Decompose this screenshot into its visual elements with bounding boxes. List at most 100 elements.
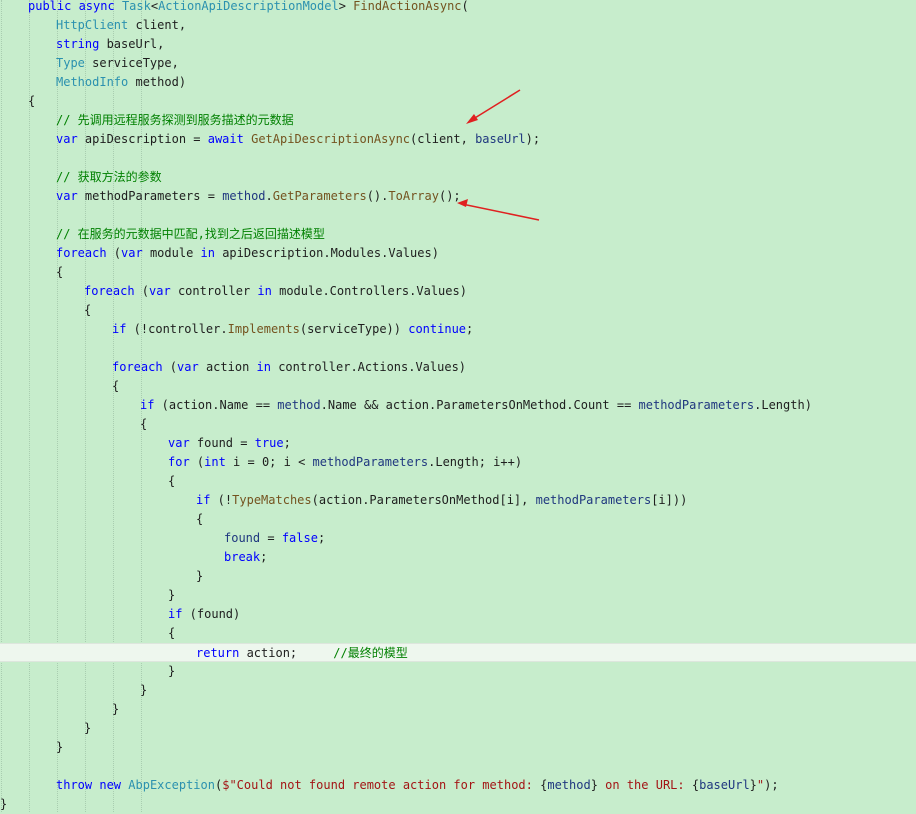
code-token: on the URL:: [597, 778, 692, 792]
code-token: // 先调用远程服务探测到服务描述的元数据: [56, 113, 294, 127]
code-token: (: [461, 0, 469, 13]
code-token: .: [265, 189, 273, 203]
code-token: .Name && action.ParametersOnMethod.Count…: [320, 398, 639, 412]
code-token: break: [224, 550, 261, 564]
code-line[interactable]: if (action.Name == method.Name && action…: [0, 396, 916, 415]
code-token: ActionApiDescriptionModel: [158, 0, 339, 13]
code-token: {: [691, 778, 700, 792]
code-line[interactable]: {: [0, 510, 916, 529]
code-token: if: [112, 322, 127, 336]
code-line[interactable]: if (found): [0, 605, 916, 624]
code-line[interactable]: {: [0, 624, 916, 643]
code-line[interactable]: foreach (var controller in module.Contro…: [0, 282, 916, 301]
code-line[interactable]: }: [0, 567, 916, 586]
code-line[interactable]: {: [0, 92, 916, 111]
code-line[interactable]: foreach (var module in apiDescription.Mo…: [0, 244, 916, 263]
code-line[interactable]: {: [0, 301, 916, 320]
code-token: // 在服务的元数据中匹配,找到之后返回描述模型: [56, 227, 325, 241]
code-line[interactable]: foreach (var action in controller.Action…: [0, 358, 916, 377]
code-token: AbpException: [128, 778, 215, 792]
code-line[interactable]: for (int i = 0; i < methodParameters.Len…: [0, 453, 916, 472]
code-token: (: [162, 360, 178, 374]
code-line[interactable]: [0, 757, 916, 776]
code-token: async: [78, 0, 122, 13]
code-token: string: [56, 37, 100, 51]
code-line[interactable]: }: [0, 586, 916, 605]
code-line[interactable]: }: [0, 738, 916, 757]
code-line[interactable]: HttpClient client,: [0, 16, 916, 35]
code-token: in: [257, 284, 272, 298]
code-line[interactable]: // 在服务的元数据中匹配,找到之后返回描述模型: [0, 225, 916, 244]
code-line[interactable]: [0, 149, 916, 168]
code-line[interactable]: {: [0, 263, 916, 282]
code-line[interactable]: // 先调用远程服务探测到服务描述的元数据: [0, 111, 916, 130]
code-token: );: [764, 778, 779, 792]
code-token: TypeMatches: [232, 493, 312, 507]
code-token: (: [134, 284, 150, 298]
code-token: =: [260, 531, 282, 545]
code-line[interactable]: var found = true;: [0, 434, 916, 453]
code-token: {: [168, 626, 176, 640]
code-line[interactable]: break;: [0, 548, 916, 567]
code-token: var: [177, 360, 199, 374]
code-token: ToArray: [388, 189, 439, 203]
code-line[interactable]: found = false;: [0, 529, 916, 548]
code-token: foreach: [84, 284, 135, 298]
code-line[interactable]: {: [0, 377, 916, 396]
code-line[interactable]: MethodInfo method): [0, 73, 916, 92]
code-token: {: [140, 417, 148, 431]
code-line[interactable]: var apiDescription = await GetApiDescrip…: [0, 130, 916, 149]
code-token: }: [112, 702, 120, 716]
code-token: (!: [210, 493, 233, 507]
code-line[interactable]: if (!controller.Implements(serviceType))…: [0, 320, 916, 339]
code-line[interactable]: }: [0, 681, 916, 700]
code-line[interactable]: }: [0, 795, 916, 814]
code-token: methodParameters: [312, 455, 429, 469]
code-token: action;: [239, 646, 334, 660]
code-token: int: [204, 455, 226, 469]
code-token: [i])): [651, 493, 688, 507]
code-token: ;: [466, 322, 474, 336]
code-token: {: [84, 303, 92, 317]
code-line[interactable]: if (!TypeMatches(action.ParametersOnMeth…: [0, 491, 916, 510]
code-line[interactable]: return action; //最终的模型: [0, 643, 916, 662]
code-token: method: [547, 778, 591, 792]
code-token: Type: [56, 56, 85, 70]
code-token: public: [28, 0, 79, 13]
code-token: (: [189, 455, 205, 469]
code-token: in: [200, 246, 215, 260]
code-line[interactable]: public async Task<ActionApiDescriptionMo…: [0, 0, 916, 16]
code-token: HttpClient: [56, 18, 129, 32]
code-line[interactable]: string baseUrl,: [0, 35, 916, 54]
code-token: // 获取方法的参数: [56, 170, 162, 184]
code-token: i = 0; i <: [225, 455, 313, 469]
code-token: GetParameters: [272, 189, 367, 203]
code-token: (found): [182, 607, 241, 621]
code-token: }: [168, 588, 176, 602]
code-line[interactable]: [0, 206, 916, 225]
code-line[interactable]: throw new AbpException($"Could not found…: [0, 776, 916, 795]
code-token: module.Controllers.Values): [271, 284, 467, 298]
code-token: foreach: [112, 360, 163, 374]
code-line[interactable]: }: [0, 719, 916, 738]
code-line[interactable]: {: [0, 472, 916, 491]
code-token: ": [756, 778, 765, 792]
code-token: client,: [128, 18, 187, 32]
code-token: method: [277, 398, 321, 412]
code-line[interactable]: {: [0, 415, 916, 434]
code-token: MethodInfo: [56, 75, 129, 89]
code-token: Implements: [227, 322, 300, 336]
code-line[interactable]: }: [0, 662, 916, 681]
code-token: {: [540, 778, 548, 792]
code-token: ;: [260, 550, 268, 564]
code-token: ();: [438, 189, 461, 203]
code-line[interactable]: // 获取方法的参数: [0, 168, 916, 187]
code-line[interactable]: var methodParameters = method.GetParamet…: [0, 187, 916, 206]
code-line[interactable]: Type serviceType,: [0, 54, 916, 73]
code-line[interactable]: }: [0, 700, 916, 719]
code-line[interactable]: [0, 339, 916, 358]
code-token: var: [168, 436, 190, 450]
code-token: continue: [408, 322, 467, 336]
code-token: }: [140, 683, 148, 697]
